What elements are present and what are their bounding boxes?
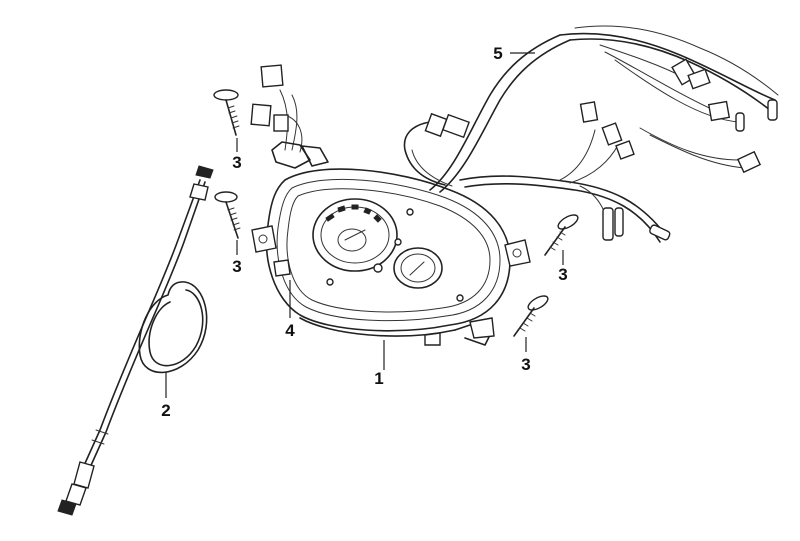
speedometer-cable: [57, 165, 214, 516]
meter-assembly: [251, 168, 531, 346]
callout-label-4: 4: [285, 321, 295, 340]
callout-label-3: 3: [558, 265, 567, 284]
screw: [214, 191, 241, 239]
callout-label-5: 5: [493, 44, 502, 63]
screw: [513, 295, 549, 337]
callout-label-3: 3: [521, 355, 530, 374]
screw: [544, 214, 579, 256]
meter-connectors: [250, 64, 329, 169]
callout-label-3: 3: [232, 257, 241, 276]
callout-label-3: 1: [374, 369, 383, 388]
callout-label-2: 2: [161, 401, 170, 420]
harness-connectors: [424, 58, 778, 241]
leader-lines: [165, 52, 564, 398]
screw: [213, 89, 240, 136]
wiring-harness: [403, 25, 779, 243]
callout-label-3: 3: [232, 153, 241, 172]
